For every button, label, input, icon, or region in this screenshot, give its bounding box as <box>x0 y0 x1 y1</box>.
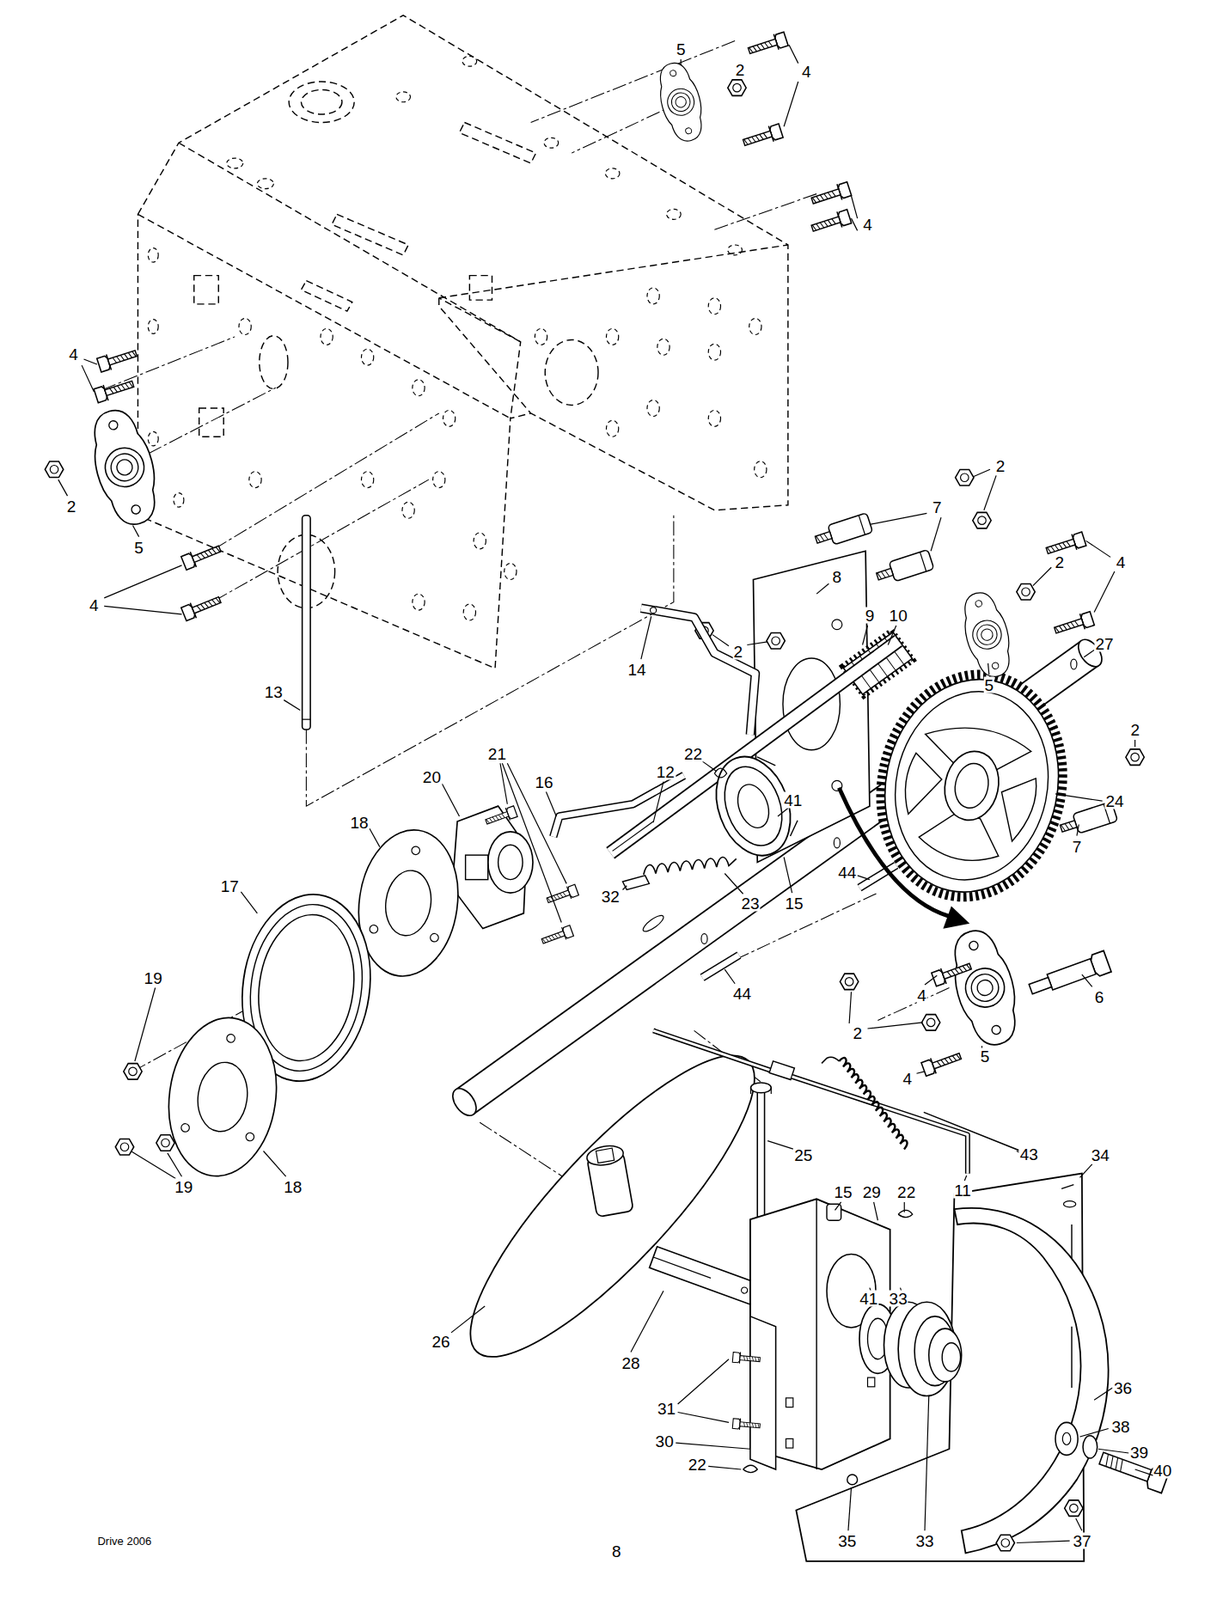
callout-number: 5 <box>979 1048 991 1065</box>
callout-number: 2 <box>1054 554 1066 571</box>
callout-number: 11 <box>953 1181 973 1199</box>
callout-number: 44 <box>837 864 857 881</box>
callout-number: 16 <box>533 773 554 790</box>
callout-number: 39 <box>1129 1444 1150 1462</box>
callout-number: 8 <box>831 568 844 586</box>
callout-number: 4 <box>67 346 80 363</box>
callout-number: 32 <box>600 887 621 905</box>
callout-number: 2 <box>1129 721 1141 739</box>
callout-number: 22 <box>683 745 704 762</box>
callout-number: 7 <box>931 499 943 516</box>
callout-number: 15 <box>832 1184 853 1201</box>
callout-number: 15 <box>783 895 804 912</box>
callout-number: 41 <box>858 1290 879 1307</box>
callout-number: 22 <box>896 1184 917 1201</box>
callout-number: 34 <box>1090 1147 1111 1164</box>
callout-number: 31 <box>656 1400 677 1418</box>
callout-number: 38 <box>1111 1418 1132 1436</box>
callout-number: 44 <box>732 984 753 1002</box>
callout-number: 2 <box>732 642 744 660</box>
callout-number: 41 <box>782 792 803 809</box>
callout-number: 33 <box>914 1533 935 1550</box>
callout-number: 35 <box>837 1533 857 1550</box>
callout-number: 2 <box>66 498 78 515</box>
callout-number: 4 <box>1115 554 1127 571</box>
callout-number: 4 <box>916 987 928 1004</box>
callout-number: 4 <box>902 1070 914 1088</box>
callout-number: 17 <box>220 877 240 894</box>
callout-number: 5 <box>675 41 687 58</box>
callout-number: 25 <box>793 1147 814 1164</box>
drawing-code: Drive 2006 <box>96 1535 153 1547</box>
callout-number: 29 <box>862 1184 882 1201</box>
callout-number: 24 <box>1104 793 1125 810</box>
callout-number: 2 <box>851 1024 863 1041</box>
callout-number: 2 <box>734 61 746 78</box>
callout-number: 23 <box>739 895 760 912</box>
callout-number: 19 <box>143 969 164 986</box>
callout-number: 37 <box>1071 1533 1092 1550</box>
callout-number: 43 <box>1019 1146 1040 1163</box>
callout-number: 27 <box>1094 635 1115 653</box>
callout-number: 12 <box>655 763 676 780</box>
callout-number: 20 <box>421 768 442 785</box>
callout-number: 5 <box>984 676 996 693</box>
page-number: 8 <box>611 1543 623 1560</box>
callout-number: 7 <box>1071 837 1083 855</box>
callout-number: 4 <box>88 597 100 614</box>
callout-number: 10 <box>888 607 909 624</box>
callout-number: 22 <box>687 1456 708 1474</box>
callout-number: 21 <box>487 745 508 762</box>
callout-number: 2 <box>995 457 1007 474</box>
callout-number: 18 <box>282 1179 303 1196</box>
callout-number: 5 <box>133 538 145 556</box>
callout-number: 6 <box>1094 989 1106 1006</box>
callout-number: 28 <box>620 1354 641 1371</box>
callout-number: 19 <box>173 1179 194 1196</box>
callout-number: 33 <box>888 1290 909 1307</box>
callout-number: 18 <box>348 814 369 832</box>
callout-number: 13 <box>263 684 284 701</box>
callout-number: 4 <box>862 216 874 233</box>
callout-number: 40 <box>1152 1462 1173 1480</box>
callout-number: 36 <box>1112 1380 1133 1397</box>
callout-number: 30 <box>654 1433 675 1450</box>
callout-number: 26 <box>431 1332 452 1350</box>
callout-number: 9 <box>864 607 876 624</box>
callout-number: 14 <box>627 661 648 679</box>
callout-number: 4 <box>800 63 813 80</box>
